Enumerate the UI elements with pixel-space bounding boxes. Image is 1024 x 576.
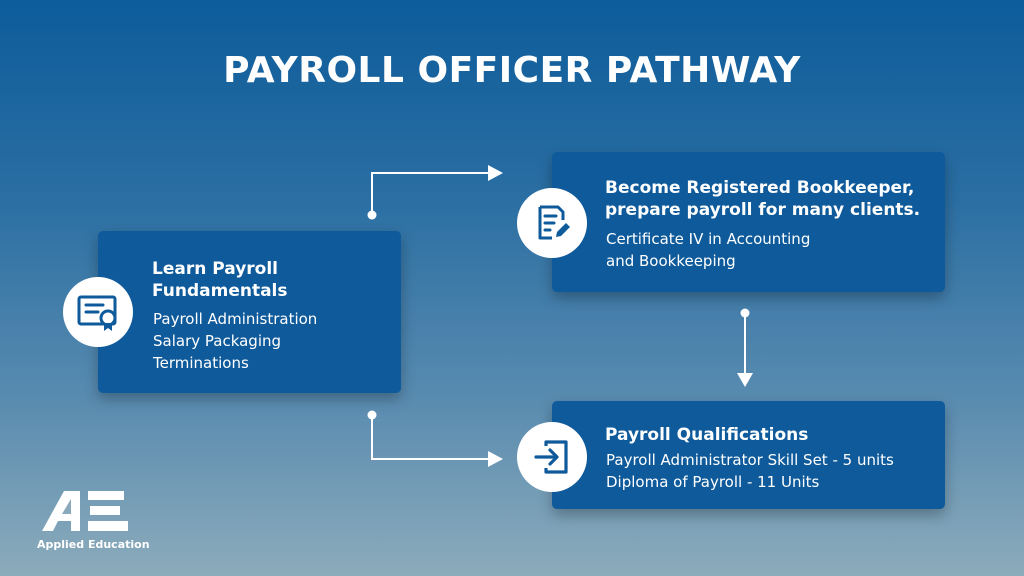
card-title: Payroll Qualifications [605,425,809,445]
card-registered-bookkeeper: Become Registered Bookkeeper, prepare pa… [552,152,945,292]
connector-to-bookkeeper [371,172,490,215]
logo-text: Applied Education [37,538,150,551]
card-title: Fundamentals [152,281,288,301]
card-item: Payroll Administrator Skill Set - 5 unit… [606,451,894,469]
card-item: Diploma of Payroll - 11 Units [606,473,820,491]
applied-education-logo [42,491,128,531]
connector-dot [740,308,750,318]
connector-to-qualifications [371,415,490,460]
card-item: Salary Packaging [153,332,282,350]
document-edit-icon [517,188,587,258]
card-payroll-qualifications: Payroll Qualifications Payroll Administr… [552,401,945,509]
certificate-icon [63,277,133,347]
card-title: Learn Payroll [152,259,278,279]
arrowhead-icon [737,373,753,387]
enter-arrow-icon [517,422,587,492]
page-title: PAYROLL OFFICER PATHWAY [223,50,801,91]
arrowhead-icon [488,451,503,467]
connector-dot [367,210,377,220]
card-item: Payroll Administration [153,310,318,328]
card-title: Become Registered Bookkeeper, [605,178,915,198]
connector-dot [367,410,377,420]
card-item: Certificate IV in Accounting [606,230,811,248]
card-item: Terminations [153,354,249,372]
card-title: prepare payroll for many clients. [605,200,921,220]
card-item: and Bookkeeping [606,252,736,270]
card-learn-fundamentals: Learn Payroll Fundamentals Payroll Admin… [98,231,401,393]
arrowhead-icon [488,165,503,181]
